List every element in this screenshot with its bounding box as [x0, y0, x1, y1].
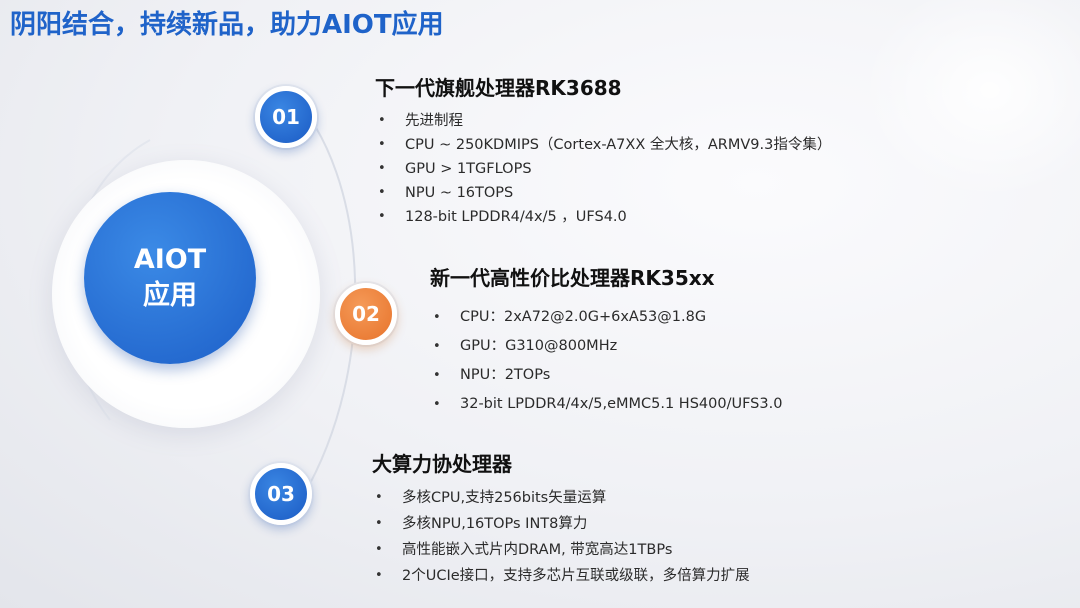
list-item-text: NPU ~ 16TOPS	[405, 185, 514, 201]
node-02-circle: 02	[335, 283, 397, 345]
section-title: 大算力协处理器	[372, 452, 512, 476]
hub-label-line1: AIOT	[133, 244, 207, 275]
bullet-icon: •	[375, 516, 383, 531]
list-item: • NPU ~ 16TOPS	[375, 181, 831, 205]
section-title: 新一代高性价比处理器RK35xx	[430, 266, 715, 290]
list-item-text: 128-bit LPDDR4/4x/5 ，UFS4.0	[405, 209, 627, 225]
bullet-icon: •	[433, 339, 441, 354]
list-item: • 128-bit LPDDR4/4x/5 ，UFS4.0	[375, 205, 831, 229]
bullet-icon: •	[375, 542, 383, 557]
feature-list: • 先进制程 • CPU ~ 250KDMIPS（Cortex-A7XX 全大核，A…	[375, 109, 831, 229]
list-item: • 高性能嵌入式片内DRAM, 带宽高达1TBPs	[372, 537, 750, 563]
list-item-text: 32-bit LPDDR4/4x/5,eMMC5.1 HS400/UFS3.0	[460, 396, 783, 412]
list-item: • GPU > 1TGFLOPS	[375, 157, 831, 181]
section-coprocessor: 大算力协处理器 • 多核CPU,支持256bits矢量运算 • 多核NPU,16TO…	[372, 448, 750, 589]
list-item: • 2个UCIe接口，支持多芯片互联或级联，多倍算力扩展	[372, 563, 750, 589]
bullet-icon: •	[433, 397, 441, 412]
list-item-text: 多核NPU,16TOPs INT8算力	[402, 516, 588, 532]
list-item-text: GPU：G310@800MHz	[460, 338, 618, 354]
list-item: • 先进制程	[375, 109, 831, 133]
feature-list: • CPU：2xA72@2.0G+6xA53@1.8G • GPU：G310@800…	[430, 303, 782, 419]
list-item: • CPU ~ 250KDMIPS（Cortex-A7XX 全大核，ARMV9.3…	[375, 133, 831, 157]
bullet-icon: •	[378, 161, 386, 176]
slide-title: 阴阳结合，持续新品，助力AIOT应用	[10, 10, 444, 40]
node-02-number: 02	[352, 302, 380, 326]
bullet-icon: •	[378, 137, 386, 152]
list-item-text: 多核CPU,支持256bits矢量运算	[402, 490, 607, 506]
node-03-number: 03	[267, 482, 295, 506]
bullet-icon: •	[433, 310, 441, 325]
node-01-circle: 01	[255, 86, 317, 148]
section-rk3688: 下一代旗舰处理器RK3688 • 先进制程 • CPU ~ 250KDMIPS（Co…	[375, 72, 831, 229]
list-item: • 多核NPU,16TOPs INT8算力	[372, 511, 750, 537]
section-title: 下一代旗舰处理器RK3688	[375, 76, 622, 100]
bullet-icon: •	[378, 185, 386, 200]
list-item: • 多核CPU,支持256bits矢量运算	[372, 485, 750, 511]
node-03-circle: 03	[250, 463, 312, 525]
list-item-text: 先进制程	[405, 113, 463, 129]
list-item: • GPU：G310@800MHz	[430, 332, 782, 361]
list-item-text: 高性能嵌入式片内DRAM, 带宽高达1TBPs	[402, 542, 673, 558]
list-item: • CPU：2xA72@2.0G+6xA53@1.8G	[430, 303, 782, 332]
aiot-hub-circle: AIOT 应用	[84, 192, 256, 364]
bullet-icon: •	[375, 490, 383, 505]
list-item-text: CPU：2xA72@2.0G+6xA53@1.8G	[460, 309, 707, 325]
feature-list: • 多核CPU,支持256bits矢量运算 • 多核NPU,16TOPs INT8算…	[372, 485, 750, 589]
bullet-icon: •	[378, 113, 386, 128]
hub-label-line2: 应用	[143, 280, 197, 311]
bullet-icon: •	[375, 568, 383, 583]
section-rk35xx: 新一代高性价比处理器RK35xx • CPU：2xA72@2.0G+6xA53@1…	[430, 262, 782, 419]
list-item-text: CPU ~ 250KDMIPS（Cortex-A7XX 全大核，ARMV9.3指…	[405, 137, 832, 153]
bullet-icon: •	[433, 368, 441, 383]
list-item: • NPU：2TOPs	[430, 361, 782, 390]
list-item-text: 2个UCIe接口，支持多芯片互联或级联，多倍算力扩展	[402, 568, 750, 584]
bullet-icon: •	[378, 209, 386, 224]
list-item: • 32-bit LPDDR4/4x/5,eMMC5.1 HS400/UFS3.0	[430, 390, 782, 419]
list-item-text: NPU：2TOPs	[460, 367, 551, 383]
node-01-number: 01	[272, 105, 300, 129]
list-item-text: GPU > 1TGFLOPS	[405, 161, 532, 177]
